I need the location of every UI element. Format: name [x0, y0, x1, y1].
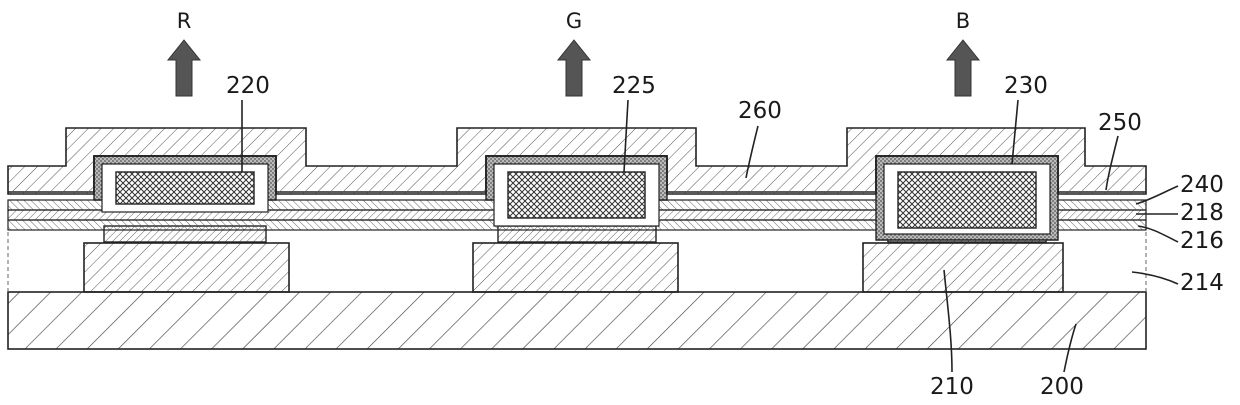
arrow-up-icon-r [168, 40, 200, 96]
arrow-label-b: B [956, 9, 970, 33]
label-240: 240 [1180, 172, 1224, 198]
arrow-up-icon-b [947, 40, 979, 96]
tft-block-middle [473, 243, 678, 292]
label-225: 225 [612, 73, 656, 99]
label-230: 230 [1004, 73, 1048, 99]
label-260: 260 [738, 98, 782, 124]
arrow-label-r: R [177, 9, 192, 33]
arrow-up-icon-g [558, 40, 590, 96]
label-214: 214 [1180, 270, 1224, 296]
label-210: 210 [930, 374, 974, 400]
substrate-layer-200 [8, 292, 1146, 349]
tft-block-left [84, 243, 289, 292]
arrow-label-g: G [566, 9, 582, 33]
green-emission-layer-225 [508, 172, 645, 218]
red-emission-layer-220 [116, 172, 254, 204]
label-220: 220 [226, 73, 270, 99]
label-250: 250 [1098, 110, 1142, 136]
label-216: 216 [1180, 228, 1224, 254]
label-200: 200 [1040, 374, 1084, 400]
blue-emission-layer-230 [898, 172, 1036, 228]
tft-block-right [863, 243, 1063, 292]
label-218: 218 [1180, 200, 1224, 226]
